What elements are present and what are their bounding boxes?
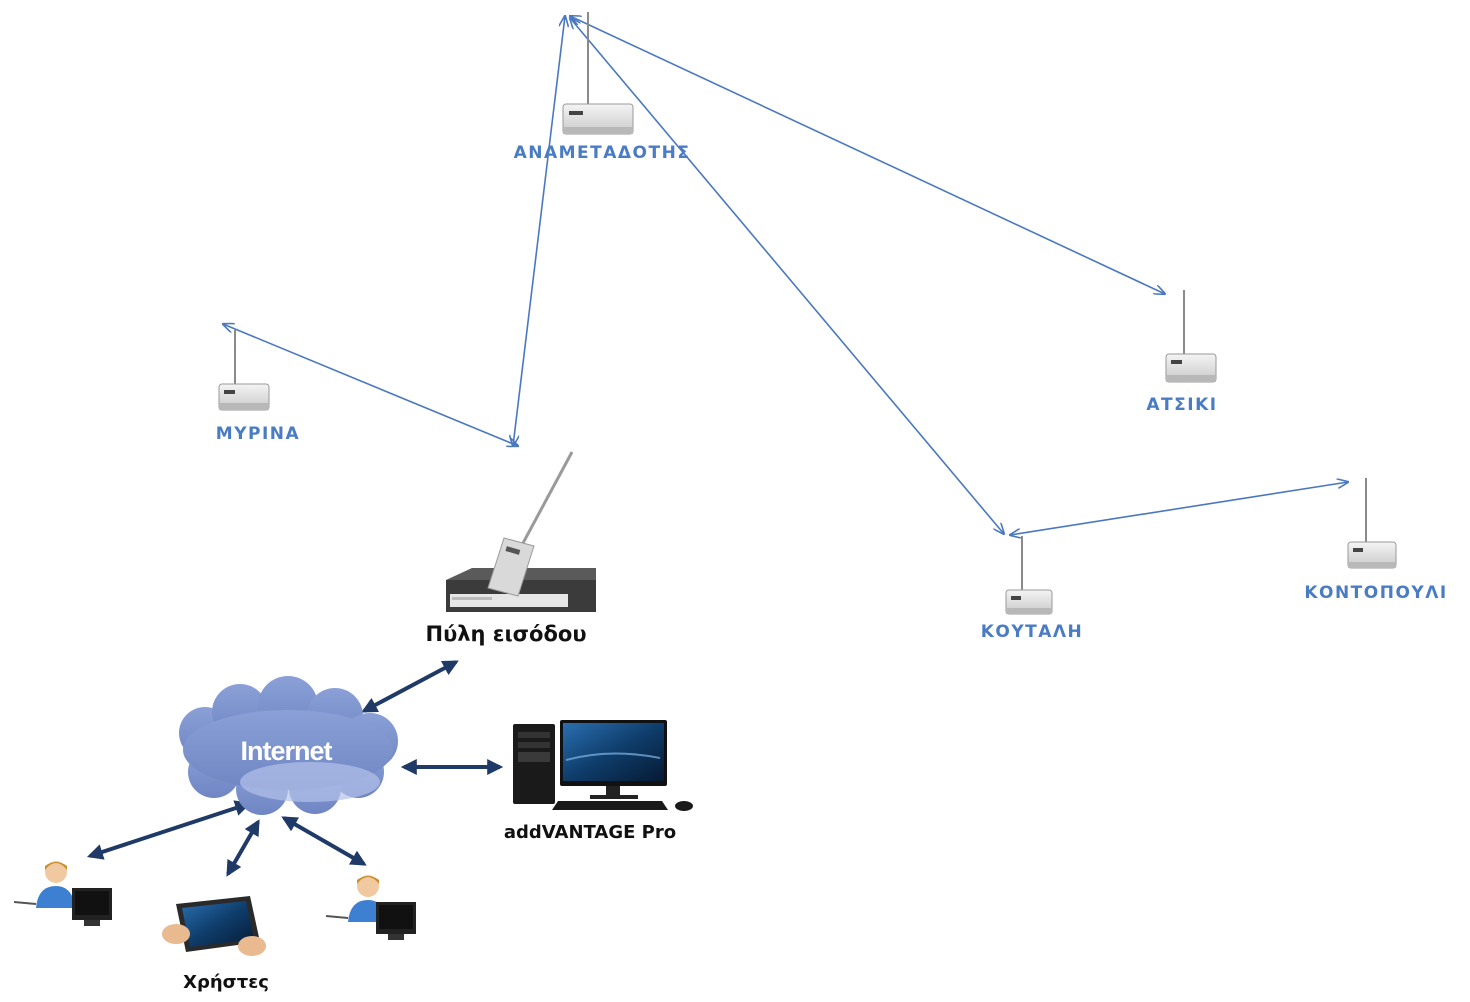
station-kontopouli: ΚΟΝΤΟΠΟΥΛΙ (1304, 478, 1447, 603)
users: Χρήστες (13, 861, 416, 993)
internet-cloud: Internet (179, 676, 398, 815)
weather-station-icon (1165, 290, 1217, 383)
weather-station-icon (1005, 536, 1053, 615)
computer: addVANTAGE Pro (504, 720, 693, 843)
relay-label: ΑΝΑΜΕΤΑΔΟΤΗΣ (514, 143, 691, 163)
link-relay-koutali (570, 18, 1004, 534)
link-internet-user-left (86, 800, 252, 860)
radio-transmitter-icon (562, 12, 634, 135)
gateway: Πύλη εισόδου (426, 451, 596, 646)
tablet-icon (162, 896, 266, 956)
relay-station: ΑΝΑΜΕΤΑΔΟΤΗΣ (514, 12, 691, 163)
link-internet-tablet (226, 819, 260, 877)
link-internet-gateway (361, 660, 459, 713)
weather-station-icon (1347, 478, 1397, 569)
station-myrina: ΜΥΡΙΝΑ (216, 330, 300, 444)
link-myrina-gateway (223, 324, 518, 446)
link-internet-user-right (281, 816, 367, 866)
radio-links (223, 16, 1348, 535)
gateway-label: Πύλη εισόδου (426, 622, 587, 646)
station-label-kontopouli: ΚΟΝΤΟΠΟΥΛΙ (1304, 583, 1447, 603)
station-label-myrina: ΜΥΡΙΝΑ (216, 424, 300, 444)
link-relay-gateway (513, 16, 565, 446)
station-atsiki: ΑΤΣΙΚΙ (1146, 290, 1217, 415)
station-label-koutali: ΚΟΥΤΑΛΗ (981, 622, 1084, 642)
station-koutali: ΚΟΥΤΑΛΗ (981, 536, 1084, 642)
station-label-atsiki: ΑΤΣΙΚΙ (1146, 395, 1217, 415)
user-computer-icon (325, 875, 416, 940)
computer-label: addVANTAGE Pro (504, 822, 676, 843)
user-computer-icon (13, 861, 112, 926)
link-koutali-kontopouli (1010, 482, 1348, 535)
weather-station-icon (218, 330, 270, 411)
internet-label: Internet (240, 736, 332, 766)
gateway-device-icon (446, 451, 596, 612)
network-links (86, 660, 504, 877)
desktop-computer-icon (513, 720, 693, 811)
users-label: Χρήστες (183, 972, 269, 993)
